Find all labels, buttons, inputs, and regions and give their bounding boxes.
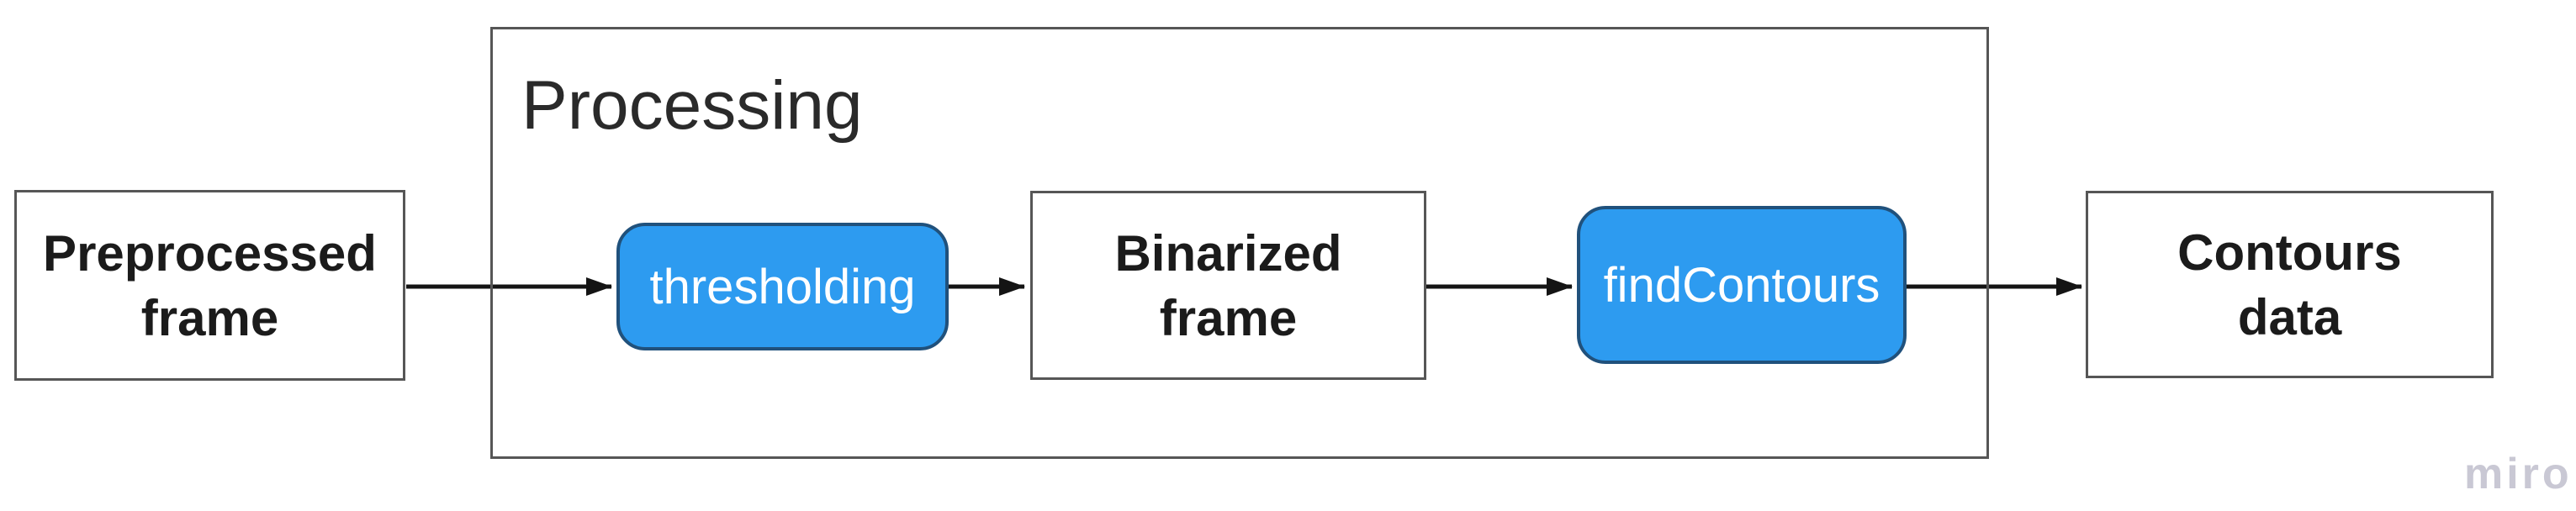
node-binarized-frame[interactable]: Binarized frame — [1030, 191, 1426, 380]
node-label: thresholding — [649, 259, 916, 314]
node-label: findContours — [1603, 257, 1880, 313]
node-preprocessed-frame[interactable]: Preprocessed frame — [14, 190, 405, 381]
processing-group-title: Processing — [521, 67, 863, 144]
node-label-line: Contours — [2177, 224, 2402, 281]
node-label-line: frame — [140, 289, 279, 346]
miro-watermark: miro — [2464, 450, 2573, 498]
node-label-line: Binarized — [1114, 224, 1342, 282]
node-contours-data[interactable]: Contours data — [2086, 191, 2494, 378]
node-label-line: Preprocessed — [43, 224, 377, 282]
node-label-line: data — [2237, 288, 2342, 345]
processing-group-frame[interactable]: Processing — [490, 27, 1989, 459]
node-thresholding[interactable]: thresholding — [616, 223, 949, 350]
node-label-line: frame — [1159, 289, 1298, 346]
node-findcontours[interactable]: findContours — [1577, 206, 1907, 364]
